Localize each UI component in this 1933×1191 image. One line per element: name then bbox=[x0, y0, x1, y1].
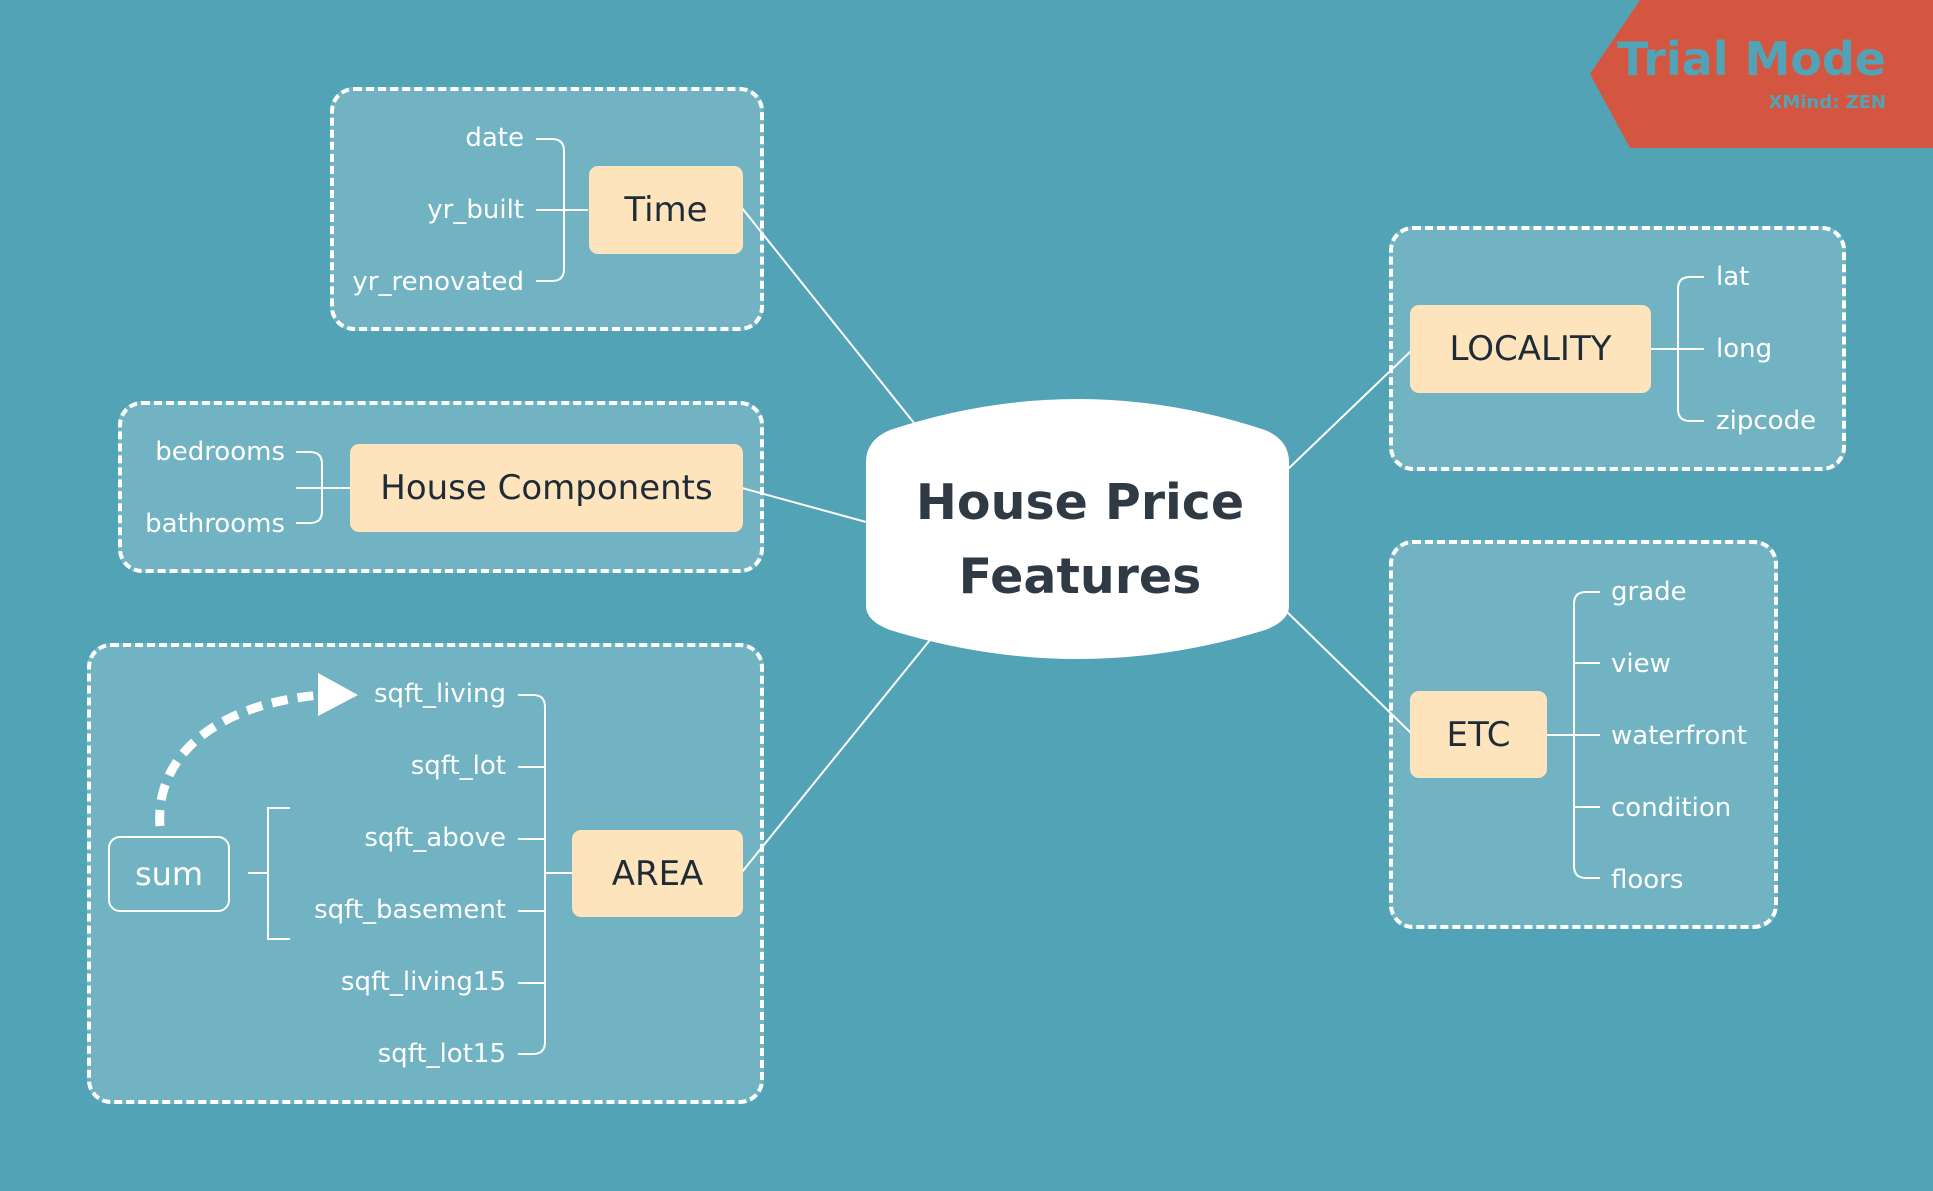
central-title-line1: House Price bbox=[915, 474, 1245, 531]
central-topic[interactable]: House Price Features bbox=[866, 440, 1294, 640]
branch-line-area bbox=[741, 639, 931, 873]
trial-mode-title: Trial Mode bbox=[1616, 32, 1886, 86]
subtopic-floors[interactable]: floors bbox=[1611, 865, 1684, 895]
subtopic-lat[interactable]: lat bbox=[1716, 262, 1750, 292]
subtopic-long[interactable]: long bbox=[1716, 334, 1773, 364]
subtopic-date[interactable]: date bbox=[465, 123, 524, 153]
subtopic-sqft-above[interactable]: sqft_above bbox=[364, 823, 506, 853]
sum-node[interactable]: sum bbox=[108, 836, 230, 912]
subtopic-sqft-basement[interactable]: sqft_basement bbox=[314, 895, 506, 925]
topic-locality[interactable]: LOCALITY bbox=[1410, 305, 1651, 393]
branch-line-time bbox=[741, 207, 931, 444]
subtopic-condition[interactable]: condition bbox=[1611, 793, 1732, 823]
trial-banner-shape bbox=[1590, 0, 1933, 148]
subtopic-sqft-lot[interactable]: sqft_lot bbox=[410, 751, 506, 781]
subtopic-sqft-living15[interactable]: sqft_living15 bbox=[340, 967, 506, 997]
sum-arrow bbox=[155, 690, 321, 827]
central-title-line2: Features bbox=[958, 548, 1202, 605]
topic-house-components[interactable]: House Components bbox=[350, 444, 743, 532]
subtopic-waterfront[interactable]: waterfront bbox=[1611, 721, 1747, 751]
subtopic-sqft-lot15[interactable]: sqft_lot15 bbox=[377, 1039, 506, 1069]
subtopic-yr-built[interactable]: yr_built bbox=[427, 195, 524, 225]
subtopic-bathrooms[interactable]: bathrooms bbox=[145, 509, 285, 539]
topic-time[interactable]: Time bbox=[589, 166, 743, 254]
trial-mode-banner: Trial Mode XMind: ZEN bbox=[1590, 0, 1933, 148]
subtopic-sqft-living[interactable]: sqft_living bbox=[374, 679, 506, 709]
topic-area[interactable]: AREA bbox=[572, 830, 743, 917]
subtopic-zipcode[interactable]: zipcode bbox=[1716, 406, 1817, 436]
subtopic-grade[interactable]: grade bbox=[1611, 577, 1687, 607]
subtopic-yr-renovated[interactable]: yr_renovated bbox=[352, 267, 524, 297]
subtopic-bedrooms[interactable]: bedrooms bbox=[155, 437, 285, 467]
trial-mode-subtitle: XMind: ZEN bbox=[1768, 92, 1886, 113]
subtopic-view[interactable]: view bbox=[1611, 649, 1671, 679]
sum-arrow-head bbox=[318, 673, 358, 716]
central-node-shape bbox=[866, 399, 1289, 659]
topic-etc[interactable]: ETC bbox=[1410, 691, 1547, 778]
